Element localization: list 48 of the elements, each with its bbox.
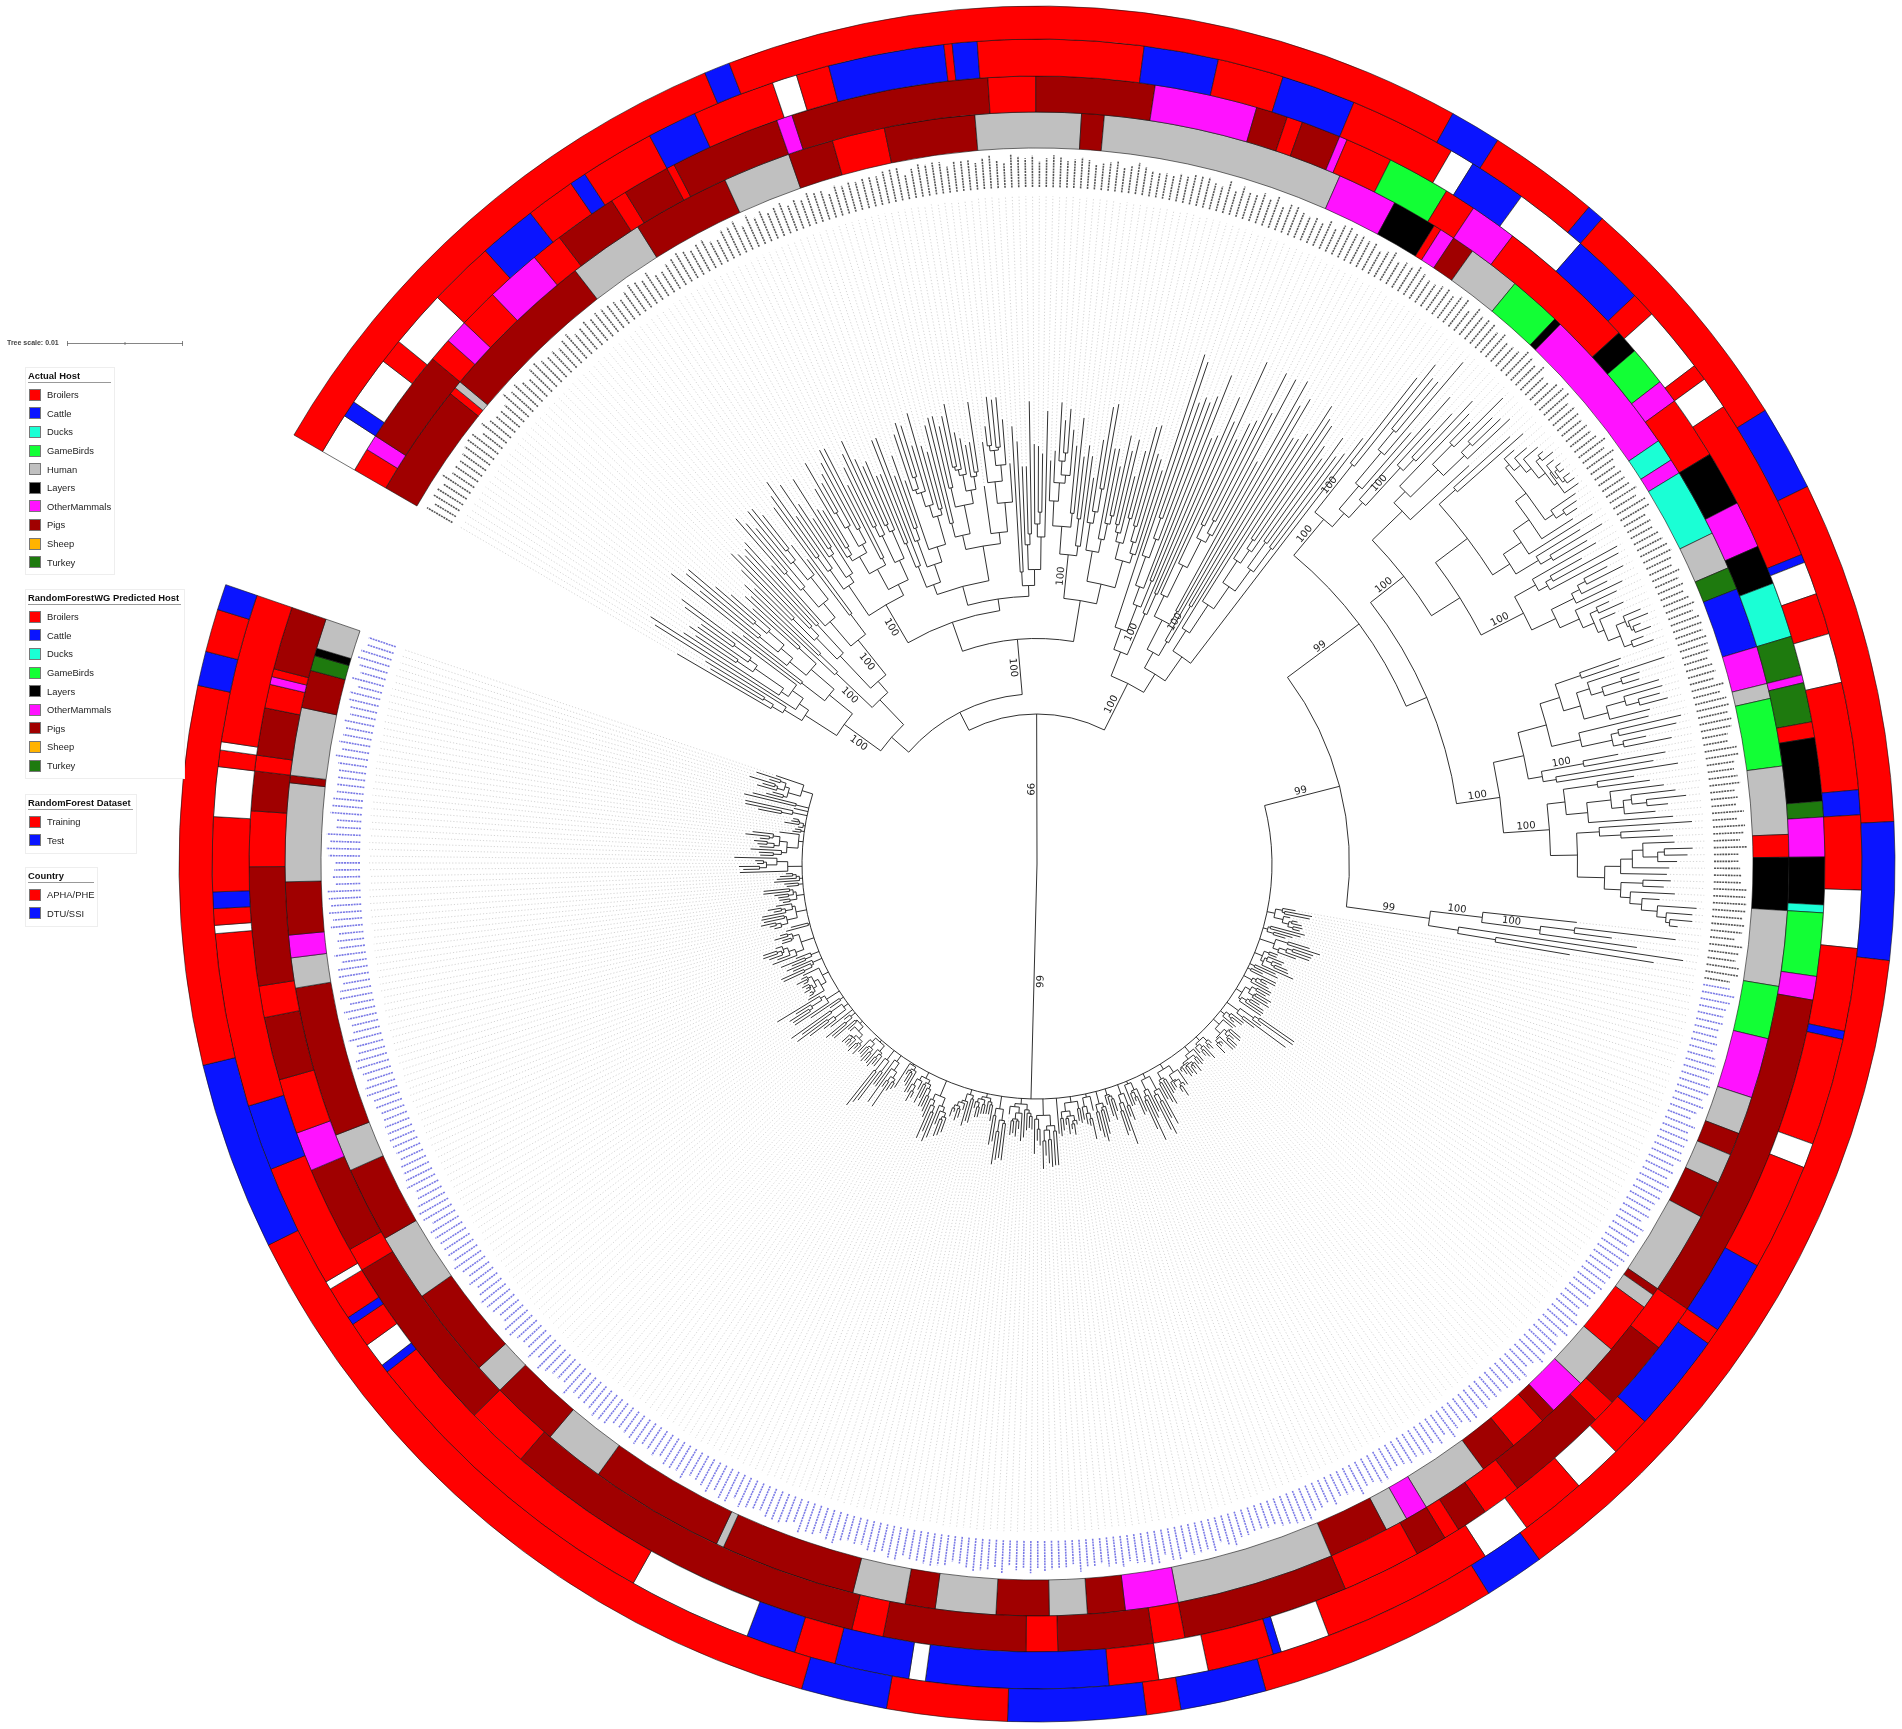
bootstrap-value: 100 [1551,754,1572,769]
legend-label: Layers [47,482,76,494]
bootstrap-value: 99 [1025,782,1037,796]
legend-label: Cattle [47,629,72,641]
bootstrap-value: 99 [1381,900,1396,913]
bootstrap-value: 100 [1488,609,1511,629]
bootstrap-value: 99 [1034,974,1046,988]
legend-title: Country [28,870,95,883]
legend-label: OtherMammals [47,704,112,716]
bootstrap-value: 100 [1293,522,1315,545]
legend-label: APHA/PHE [47,889,95,901]
legend-label: GameBirds [47,667,94,679]
legend-label: GameBirds [47,445,94,457]
bootstrap-value: 100 [1053,566,1067,587]
bootstrap-value: 100 [1101,693,1120,716]
legend-title: RandomForestWG Predicted Host [28,592,182,605]
bootstrap-value: 100 [1121,621,1140,643]
legend-title: RandomForest Dataset [28,797,133,810]
legend-label: Test [47,834,65,846]
bootstrap-value: 100 [1007,657,1021,678]
legend-label: Sheep [47,538,75,550]
bootstrap-value: 99 [1293,783,1309,798]
bootstrap-value: 100 [1372,574,1395,595]
legend-label: Pigs [47,722,66,734]
legend-label: Turkey [47,556,76,568]
legend-label: Pigs [47,519,66,531]
legend-label: Human [47,463,78,475]
legend-label: Layers [47,685,76,697]
bootstrap-value: 100 [1164,610,1184,633]
bootstrap-value: 99 [1311,637,1328,655]
bootstrap-value: 100 [1501,913,1522,927]
legend-label: Turkey [47,760,76,772]
legend-label: Ducks [47,426,74,438]
bootstrap-value: 100 [1516,819,1536,832]
legend-label: OtherMammals [47,500,112,512]
legend-label: Broilers [47,389,79,401]
legend-title: Actual Host [28,370,112,383]
bootstrap-value: 100 [1467,787,1488,802]
legend-label: Cattle [47,407,72,419]
legend-label: DTU/SSI [47,907,84,919]
bootstrap-value: 100 [1446,901,1468,915]
bootstrap-value: 100 [839,684,861,706]
bootstrap-value: 100 [848,732,870,753]
legend-label: Sheep [47,741,75,753]
legend-label: Ducks [47,648,74,660]
legend-label: Training [47,816,81,828]
bootstrap-value: 100 [1368,471,1390,494]
legend-label: Broilers [47,611,79,623]
